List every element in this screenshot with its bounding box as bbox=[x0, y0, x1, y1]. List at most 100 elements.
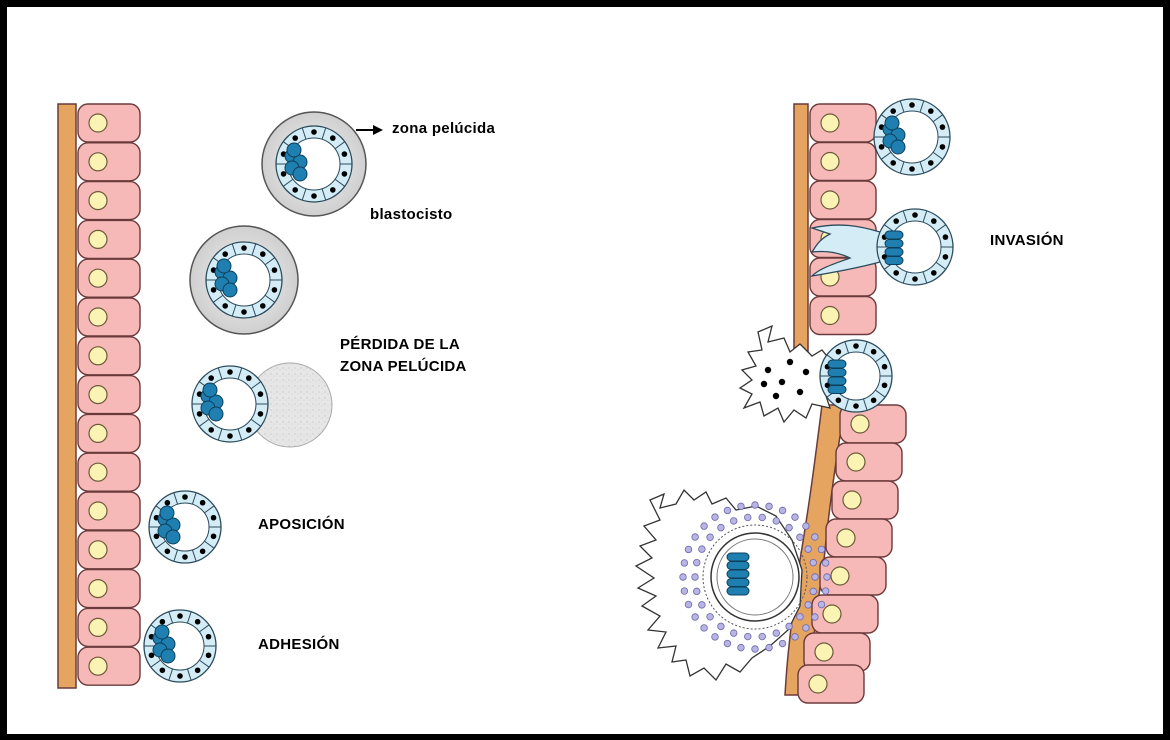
cell-nucleus bbox=[89, 230, 107, 248]
epithelial-cell bbox=[836, 443, 902, 481]
invasion-blastocyst-1 bbox=[874, 99, 950, 175]
cell-nucleus bbox=[809, 675, 827, 693]
epithelial-cell bbox=[78, 298, 140, 336]
cell-nucleus bbox=[89, 114, 107, 132]
cell-nucleus bbox=[815, 643, 833, 661]
cell-nucleus bbox=[821, 153, 839, 171]
trophoblast-nucleus bbox=[871, 349, 877, 355]
trophoblast-nucleus bbox=[943, 254, 949, 260]
epithelial-cell bbox=[78, 104, 140, 142]
trophoblast-nucleus bbox=[882, 382, 888, 388]
trophoblast-nucleus bbox=[272, 267, 278, 273]
epithelial-cell bbox=[832, 481, 898, 519]
trophoblast-nucleus bbox=[879, 144, 885, 150]
epithelial-cell bbox=[78, 492, 140, 530]
blastocoel bbox=[711, 533, 799, 621]
trophoblast-nucleus bbox=[165, 548, 171, 554]
trophoblast-nucleus bbox=[311, 193, 317, 199]
trophoblast-nucleus bbox=[272, 287, 278, 293]
trophoblast-nucleus bbox=[222, 251, 228, 257]
trophoblast-nucleus bbox=[246, 427, 252, 433]
cell-nucleus bbox=[837, 529, 855, 547]
epithelial-cell bbox=[810, 104, 876, 142]
cell-nucleus bbox=[89, 386, 107, 404]
left-basement-membrane bbox=[58, 104, 76, 688]
trophoblast-nucleus bbox=[882, 364, 888, 370]
invasion-label: INVASIÓN bbox=[990, 230, 1064, 252]
cell-nucleus bbox=[89, 580, 107, 598]
epithelial-cell bbox=[78, 259, 140, 297]
trophoblast-nucleus bbox=[909, 102, 915, 108]
cell-nucleus bbox=[89, 269, 107, 287]
trophoblast-nucleus bbox=[853, 343, 859, 349]
trophoblast-nucleus bbox=[853, 403, 859, 409]
trophoblast-nucleus bbox=[928, 160, 934, 166]
trophoblast-nucleus bbox=[890, 108, 896, 114]
cell-nucleus bbox=[89, 153, 107, 171]
trophoblast-nucleus bbox=[931, 270, 937, 276]
trophoblast-nucleus bbox=[195, 619, 201, 625]
epithelial-cell bbox=[78, 570, 140, 608]
trophoblast-nucleus bbox=[342, 151, 348, 157]
trophoblast-nucleus bbox=[928, 108, 934, 114]
cell-nucleus bbox=[89, 424, 107, 442]
trophoblast-nucleus bbox=[241, 309, 247, 315]
trophoblast-nucleus bbox=[241, 245, 247, 251]
cell-nucleus bbox=[89, 618, 107, 636]
epithelial-cell bbox=[810, 181, 876, 219]
deep-inner-cell-mass bbox=[727, 553, 749, 595]
trophoblast-nucleus bbox=[330, 187, 336, 193]
left-epithelium bbox=[58, 104, 140, 688]
perdida-zona-label: PÉRDIDA DE LA ZONA PELÚCIDA bbox=[340, 334, 467, 378]
syncytiotrophoblast-invasion bbox=[740, 326, 892, 422]
trophoblast-nucleus bbox=[208, 375, 214, 381]
cell-nucleus bbox=[831, 567, 849, 585]
right-basement-membrane-upper bbox=[794, 104, 808, 354]
trophoblast-nucleus bbox=[195, 667, 201, 673]
epithelial-cell bbox=[810, 297, 876, 335]
cell-nucleus bbox=[847, 453, 865, 471]
trophoblast-nucleus bbox=[258, 411, 264, 417]
epithelial-cell bbox=[78, 220, 140, 258]
trophoblast-nucleus bbox=[893, 218, 899, 224]
trophoblast-nucleus bbox=[943, 234, 949, 240]
trophoblast-nucleus bbox=[912, 276, 918, 282]
apposition-blastocyst bbox=[149, 491, 221, 563]
trophoblast-nucleus bbox=[211, 287, 217, 293]
hatching-blastocyst bbox=[192, 363, 332, 447]
trophoblast-nucleus bbox=[200, 548, 206, 554]
left-epithelial-cells bbox=[78, 104, 140, 685]
blastocisto-label: blastocisto bbox=[370, 204, 452, 226]
trophoblast-nucleus bbox=[208, 427, 214, 433]
adhesion-label: ADHESIÓN bbox=[258, 634, 340, 656]
trophoblast-nucleus bbox=[912, 212, 918, 218]
cell-nucleus bbox=[89, 308, 107, 326]
trophoblast-nucleus bbox=[292, 187, 298, 193]
trophoblast-nucleus bbox=[940, 144, 946, 150]
cell-nucleus bbox=[821, 114, 839, 132]
adhesion-blastocyst bbox=[144, 610, 216, 682]
trophoblast-nucleus bbox=[160, 667, 166, 673]
trophoblast-nucleus bbox=[200, 500, 206, 506]
trophoblast-nucleus bbox=[206, 634, 212, 640]
epithelial-cell bbox=[78, 453, 140, 491]
trophoblast-nucleus bbox=[227, 433, 233, 439]
trophoblast-nucleus bbox=[182, 494, 188, 500]
trophoblast-nucleus bbox=[211, 515, 217, 521]
cell-nucleus bbox=[89, 502, 107, 520]
inner-cell-mass bbox=[885, 231, 903, 265]
trophoblast-nucleus bbox=[893, 270, 899, 276]
trophoblast-nucleus bbox=[281, 171, 287, 177]
cell-nucleus bbox=[89, 541, 107, 559]
trophoblast-nucleus bbox=[211, 533, 217, 539]
trophoblast-nucleus bbox=[165, 500, 171, 506]
epithelial-cell bbox=[798, 665, 864, 703]
trophoblast-nucleus bbox=[197, 411, 203, 417]
cell-nucleus bbox=[823, 605, 841, 623]
trophoblast-nucleus bbox=[292, 135, 298, 141]
cell-nucleus bbox=[821, 191, 839, 209]
cell-nucleus bbox=[89, 463, 107, 481]
zona-arrow bbox=[356, 125, 383, 135]
